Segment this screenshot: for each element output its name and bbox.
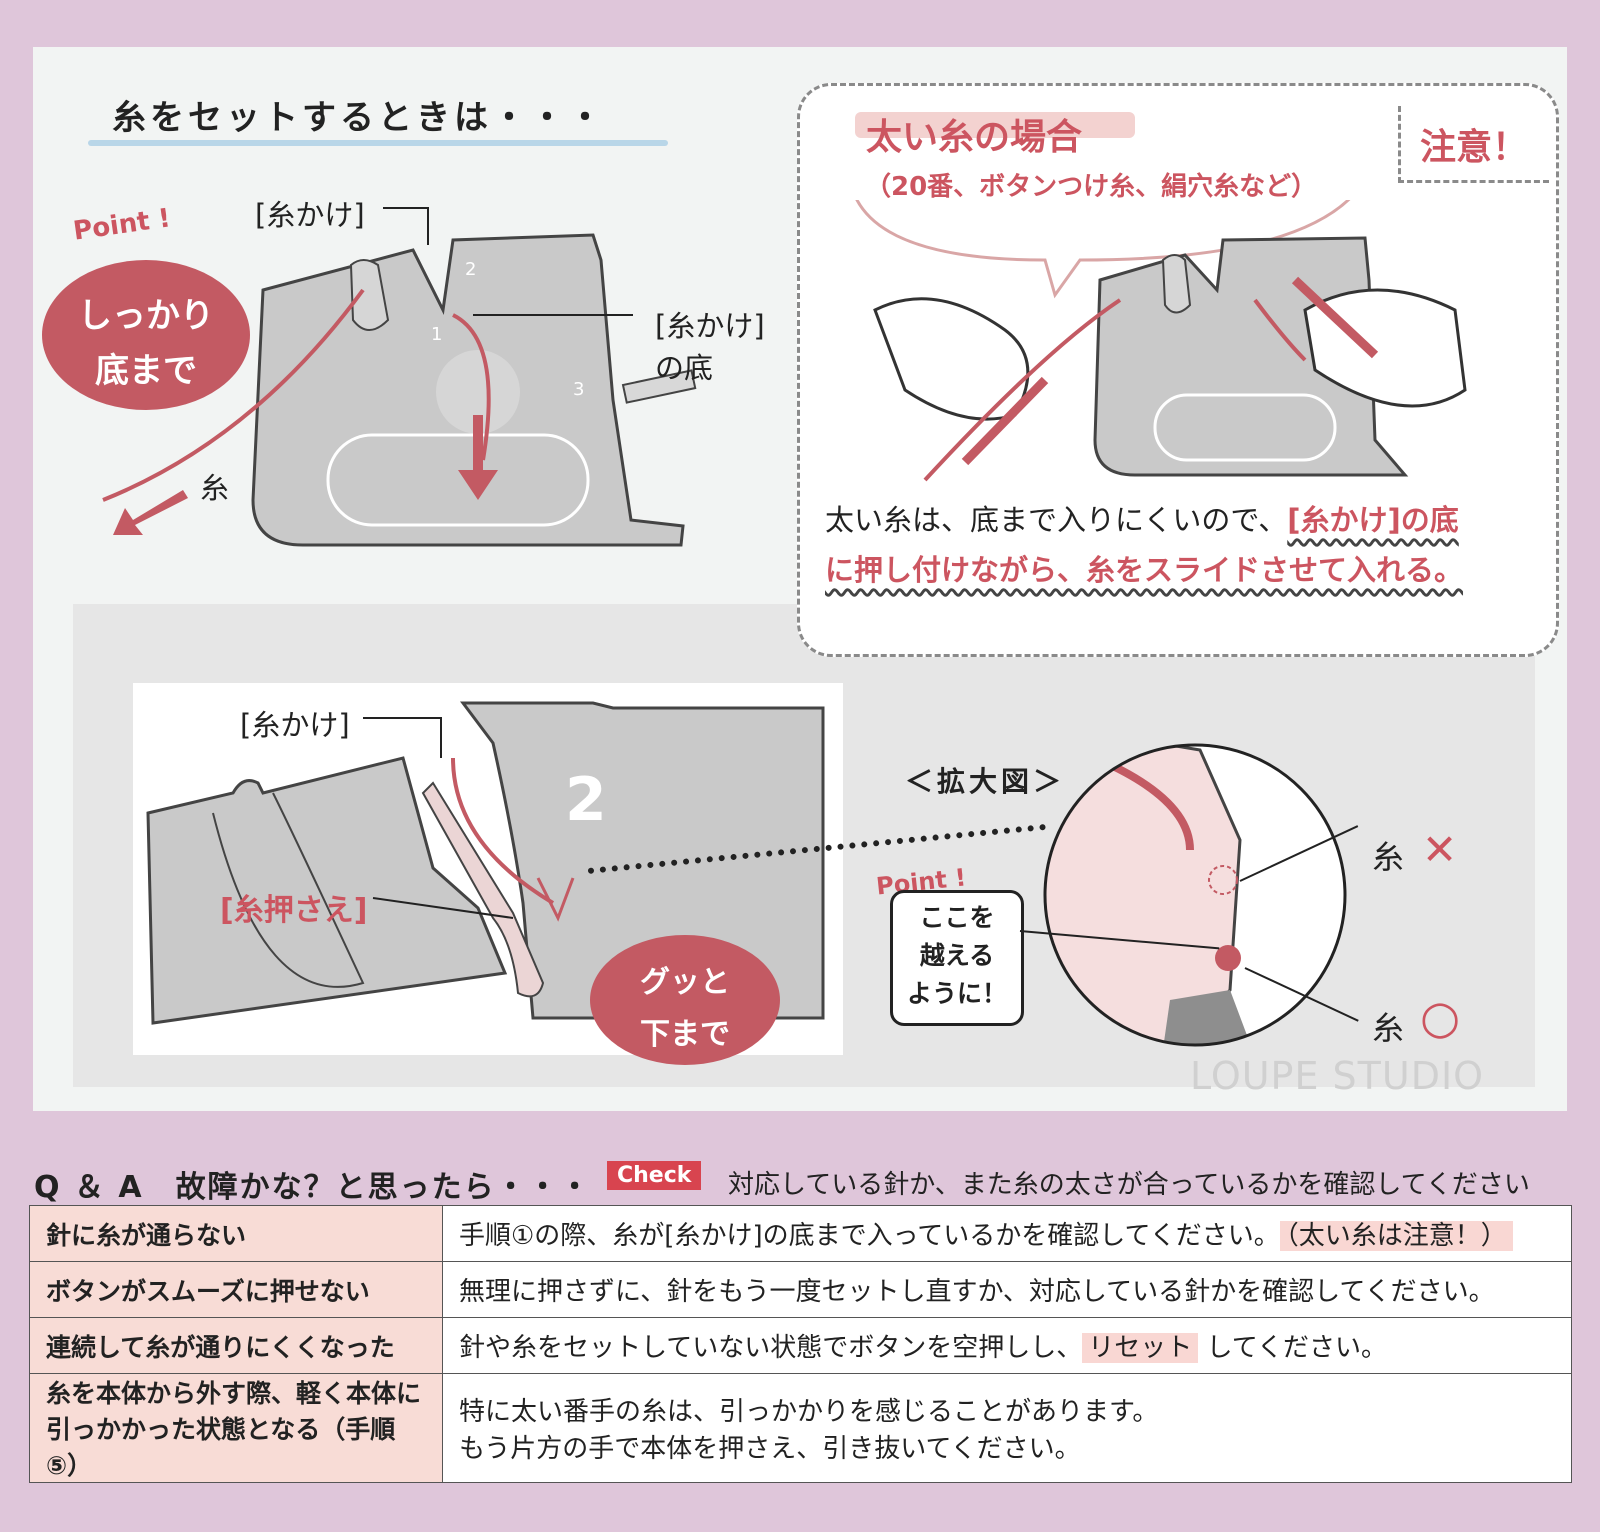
thick-thread-subtitle: （20番、ボタンつけ糸、絹穴糸など） bbox=[865, 172, 1318, 202]
table-row: 糸を本体から外す際、軽く本体に引っかかった状態となる（手順⑤） 特に太い番手の糸… bbox=[29, 1373, 1572, 1483]
zoom-device-left bbox=[146, 756, 508, 1025]
zoom-hook-pointer bbox=[363, 717, 442, 758]
thick-title-highlight bbox=[855, 112, 1135, 138]
qa-question-line1: 糸を本体から外す際、軽く本体に bbox=[46, 1379, 422, 1408]
push-line1: グッと bbox=[640, 965, 730, 1000]
zoom-thread bbox=[451, 757, 555, 905]
speech-tail bbox=[855, 200, 1351, 299]
slide-arrow-left bbox=[961, 376, 1049, 466]
qa-question: 針に糸が通らない bbox=[29, 1205, 443, 1262]
slide-arrow-right bbox=[1291, 276, 1379, 359]
presser-lever bbox=[421, 781, 545, 998]
thread-wrong-label: 糸 bbox=[1372, 838, 1405, 876]
label-thread-hook: [糸かけ] bbox=[255, 198, 365, 232]
device-illustration: 1 2 3 bbox=[102, 207, 697, 547]
step-number-1: 1 bbox=[431, 324, 442, 345]
thick-thread-caption: 太い糸は、底まで入りにくいので、[糸かけ]の底 に押し付けながら、糸をスライドさ… bbox=[825, 495, 1545, 595]
device-lever bbox=[621, 369, 697, 404]
caption-plain: 太い糸は、底まで入りにくいので、 bbox=[825, 503, 1288, 537]
point-bubble: しっかり 底まで bbox=[42, 260, 250, 410]
qa-question: ボタンがスムーズに押せない bbox=[29, 1261, 443, 1318]
hook-pointer bbox=[383, 207, 429, 245]
thick-thread-title: 太い糸の場合 bbox=[866, 117, 1083, 158]
step-number-2: 2 bbox=[465, 259, 476, 280]
check-text: 対応している針か、また糸の太さが合っているかを確認してください bbox=[728, 1170, 1530, 1200]
small-button-group bbox=[1153, 393, 1337, 462]
thick-thread-line bbox=[923, 298, 1307, 482]
point-text-line2: 越える bbox=[919, 941, 995, 970]
qa-answer-highlight: （太い糸は注意！） bbox=[1279, 1221, 1513, 1251]
point-bubble-line1: しっかり bbox=[78, 296, 214, 336]
caution-box bbox=[1398, 106, 1549, 183]
zoom-device-right bbox=[460, 701, 825, 1020]
qa-answer-text: 針や糸をセットしていない状態でボタンを空押しし、 bbox=[459, 1333, 1083, 1363]
point-bubble-line2: 底まで bbox=[95, 351, 197, 391]
qa-answer-text: 手順①の際、糸が[糸かけ]の底まで入っているかを確認してください。 bbox=[459, 1221, 1280, 1251]
check-badge: Check bbox=[607, 1161, 702, 1190]
enlarged-label: ＜拡大図＞ bbox=[905, 765, 1066, 798]
qa-answer: 特に太い番手の糸は、引っかかりを感じることがあります。もう片方の手で本体を押さえ… bbox=[442, 1373, 1572, 1483]
qa-question-line2: 引っかかった状態となる（手順⑤） bbox=[46, 1415, 396, 1480]
device-button bbox=[436, 350, 520, 434]
table-row: 針に糸が通らない 手順①の際、糸が[糸かけ]の底まで入っているかを確認してくださ… bbox=[29, 1205, 1572, 1262]
label-thread-hook-bottom-1: [糸かけ] bbox=[655, 309, 765, 343]
qa-answer-line2: もう片方の手で本体を押さえ、引き抜いてください。 bbox=[459, 1434, 1081, 1464]
qa-question: 糸を本体から外す際、軽く本体に引っかかった状態となる（手順⑤） bbox=[29, 1373, 443, 1483]
push-line2: 下まで bbox=[640, 1017, 730, 1052]
right-mark-icon: ○ bbox=[1420, 990, 1461, 1044]
qa-answer: 無理に押さずに、針をもう一度セットし直すか、対応している針かを確認してください。 bbox=[442, 1261, 1572, 1318]
qa-heading: Q ＆ A 故障かな？と思ったら・・・ bbox=[34, 1170, 592, 1205]
label-thread: 糸 bbox=[200, 471, 230, 505]
push-down-bubble: グッと 下まで bbox=[590, 935, 780, 1065]
wrong-position bbox=[1208, 865, 1238, 895]
point-text-line1: ここを bbox=[919, 903, 995, 932]
step-number-3: 3 bbox=[573, 379, 584, 400]
right-position bbox=[1215, 945, 1241, 971]
zoom-point-note: ここを 越える ように！ bbox=[890, 890, 1024, 1026]
presser-pointer bbox=[372, 897, 514, 919]
point-text-line3: ように！ bbox=[906, 979, 1007, 1008]
zoom-slot bbox=[212, 792, 365, 988]
check-label: Check bbox=[607, 1161, 702, 1190]
qa-question: 連続して糸が通りにくくなった bbox=[29, 1317, 443, 1374]
zoom-label-thread-hook: [糸かけ] bbox=[240, 708, 350, 742]
zoom-arrow bbox=[536, 877, 575, 922]
label-thread-hook-bottom-2: の底 bbox=[655, 351, 714, 385]
qa-answer: 手順①の際、糸が[糸かけ]の底まで入っているかを確認してください。（太い糸は注意… bbox=[442, 1205, 1572, 1262]
zoom-number-1: 1 bbox=[460, 965, 509, 1047]
enlarged-circle bbox=[1043, 743, 1347, 1047]
caption-pink-2: に押し付けながら、糸をスライドさせて入れる。 bbox=[825, 553, 1464, 587]
enlarged-lever bbox=[1160, 990, 1260, 1045]
wrong-mark-icon: ✕ bbox=[1422, 825, 1458, 874]
enlarged-thread bbox=[1098, 756, 1194, 851]
zoom-number-2: 2 bbox=[565, 765, 607, 835]
right-fingers bbox=[1303, 288, 1467, 408]
caution-label: 注意！ bbox=[1420, 127, 1529, 168]
left-fingers bbox=[873, 297, 1030, 421]
qa-answer-line1: 特に太い番手の糸は、引っかかりを感じることがあります。 bbox=[459, 1397, 1159, 1427]
small-device-slot bbox=[1161, 254, 1192, 314]
down-arrow bbox=[458, 415, 498, 500]
thread-arrow bbox=[113, 490, 188, 535]
table-row: ボタンがスムーズに押せない 無理に押さずに、針をもう一度セットし直すか、対応して… bbox=[29, 1261, 1572, 1318]
thread-line bbox=[102, 288, 491, 502]
button-group bbox=[326, 433, 590, 527]
thick-thread-illustration bbox=[855, 200, 1467, 482]
device-slot bbox=[349, 259, 390, 331]
table-row: 連続して糸が通りにくくなった 針や糸をセットしていない状態でボタンを空押しし、リ… bbox=[29, 1317, 1572, 1374]
zoom-device-illustration bbox=[146, 701, 825, 1025]
qa-table: 針に糸が通らない 手順①の際、糸が[糸かけ]の底まで入っているかを確認してくださ… bbox=[29, 1205, 1572, 1483]
caption-pink-1: [糸かけ]の底 bbox=[1287, 503, 1459, 537]
thread-right-label: 糸 bbox=[1372, 1009, 1405, 1047]
qa-answer: 針や糸をセットしていない状態でボタンを空押しし、リセット してください。 bbox=[442, 1317, 1572, 1374]
page-title: 糸をセットするときは・・・ bbox=[112, 98, 606, 138]
zoom-label-presser: [糸押さえ] bbox=[220, 893, 368, 928]
qa-answer-after: してください。 bbox=[1206, 1333, 1387, 1363]
watermark: LOUPE STUDIO bbox=[1190, 1054, 1485, 1098]
qa-answer-highlight: リセット bbox=[1082, 1333, 1199, 1363]
title-underline bbox=[88, 140, 668, 146]
